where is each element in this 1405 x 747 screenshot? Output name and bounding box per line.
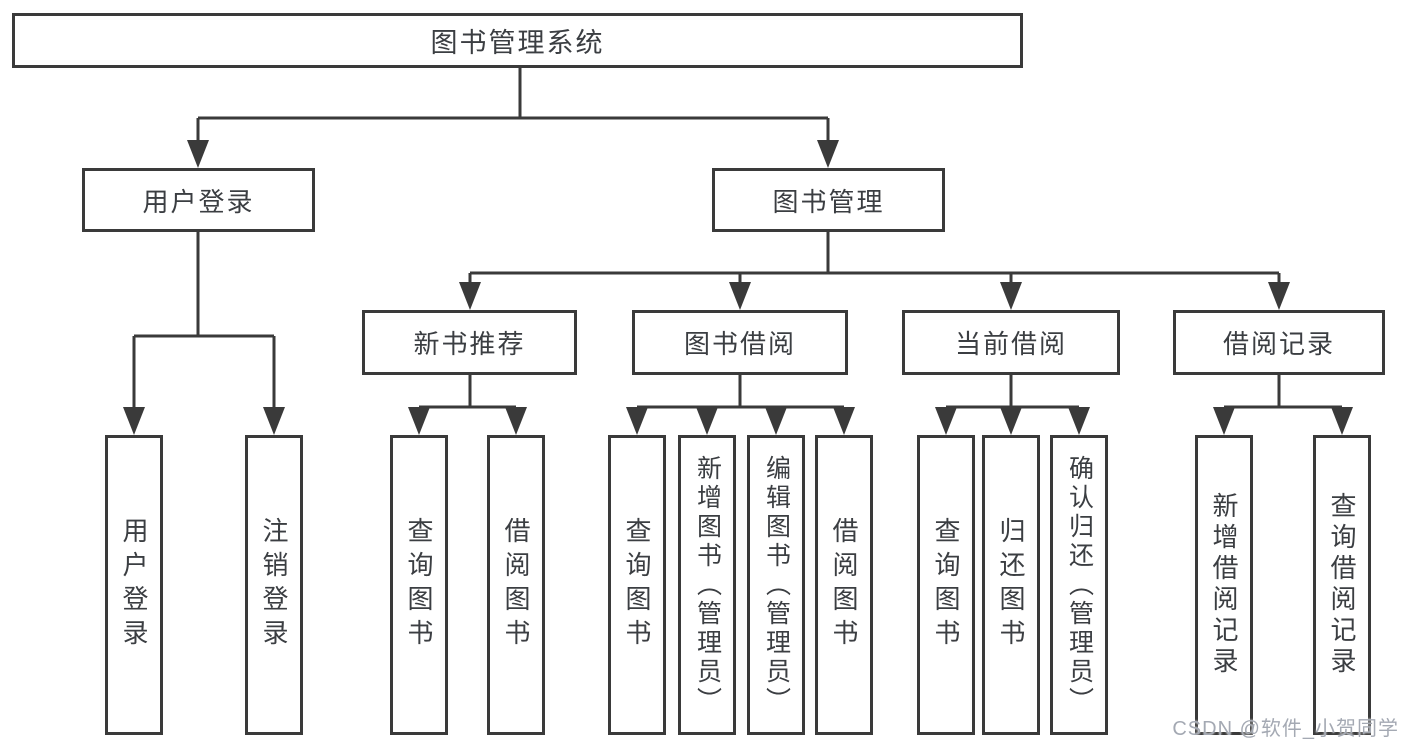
node-section-borrow-records: 借阅记录 <box>1173 310 1385 375</box>
arrow-down-icon <box>729 282 751 310</box>
node-leaf-cb-confirm-return-admin: 确认归还（管理员） <box>1050 435 1108 735</box>
node-root: 图书管理系统 <box>12 13 1023 68</box>
node-leaf-user-login: 用户登录 <box>105 435 163 735</box>
node-leaf-br-add-record: 新增借阅记录 <box>1195 435 1253 735</box>
watermark-text: CSDN @软件_小贺同学 <box>1172 718 1399 740</box>
node-leaf-cb-return-books: 归还图书 <box>982 435 1040 735</box>
arrow-down-icon <box>505 407 527 435</box>
node-label: 当前借阅 <box>954 329 1067 359</box>
arrow-down-icon <box>833 407 855 435</box>
node-label: 图书管理系统 <box>430 28 605 58</box>
node-leaf-bb-add-books-admin: 新增图书（管理员） <box>678 435 736 735</box>
node-leaf-br-query-record: 查询借阅记录 <box>1313 435 1371 735</box>
arrow-down-icon <box>123 407 145 435</box>
node-label: 借阅图书 <box>829 517 859 653</box>
node-label: 归还图书 <box>996 517 1026 653</box>
arrow-down-icon <box>1000 282 1022 310</box>
node-leaf-bb-query-books: 查询图书 <box>608 435 666 735</box>
node-leaf-cb-query-books: 查询图书 <box>917 435 975 735</box>
node-section-new-book-recommend: 新书推荐 <box>362 310 577 375</box>
node-label: 图书借阅 <box>683 329 796 359</box>
node-leaf-nbr-borrow-books: 借阅图书 <box>487 435 545 735</box>
node-branch-user-login: 用户登录 <box>82 168 315 232</box>
node-leaf-bb-borrow-books: 借阅图书 <box>815 435 873 735</box>
node-label: 用户登录 <box>119 517 149 653</box>
node-label: 借阅图书 <box>501 517 531 653</box>
arrow-down-icon <box>459 282 481 310</box>
arrow-down-icon <box>1000 407 1022 435</box>
arrow-down-icon <box>817 140 839 168</box>
arrow-down-icon <box>626 407 648 435</box>
node-label: 用户登录 <box>142 186 255 217</box>
node-leaf-bb-edit-books-admin: 编辑图书（管理员） <box>747 435 805 735</box>
node-label: 注销登录 <box>259 517 289 653</box>
node-label: 编辑图书（管理员） <box>762 454 791 716</box>
node-label: 查询借阅记录 <box>1327 492 1357 678</box>
node-label: 新增图书（管理员） <box>693 454 722 716</box>
arrow-down-icon <box>408 407 430 435</box>
node-label: 新书推荐 <box>413 329 526 359</box>
arrow-down-icon <box>696 407 718 435</box>
arrow-down-icon <box>187 140 209 168</box>
node-branch-book-management: 图书管理 <box>712 168 945 232</box>
node-label: 图书管理 <box>772 186 885 217</box>
node-label: 查询图书 <box>404 517 434 653</box>
arrow-down-icon <box>1068 407 1090 435</box>
arrow-down-icon <box>935 407 957 435</box>
arrow-down-icon <box>263 407 285 435</box>
node-leaf-logout: 注销登录 <box>245 435 303 735</box>
node-label: 借阅记录 <box>1222 329 1335 359</box>
node-label: 查询图书 <box>931 517 961 653</box>
node-leaf-nbr-query-books: 查询图书 <box>390 435 448 735</box>
arrow-down-icon <box>1213 407 1235 435</box>
node-label: 查询图书 <box>622 517 652 653</box>
node-section-current-borrow: 当前借阅 <box>902 310 1120 375</box>
node-label: 新增借阅记录 <box>1209 492 1239 678</box>
arrow-down-icon <box>1268 282 1290 310</box>
arrow-down-icon <box>1331 407 1353 435</box>
node-label: 确认归还（管理员） <box>1065 454 1094 716</box>
arrow-down-icon <box>765 407 787 435</box>
node-section-book-borrow: 图书借阅 <box>632 310 848 375</box>
